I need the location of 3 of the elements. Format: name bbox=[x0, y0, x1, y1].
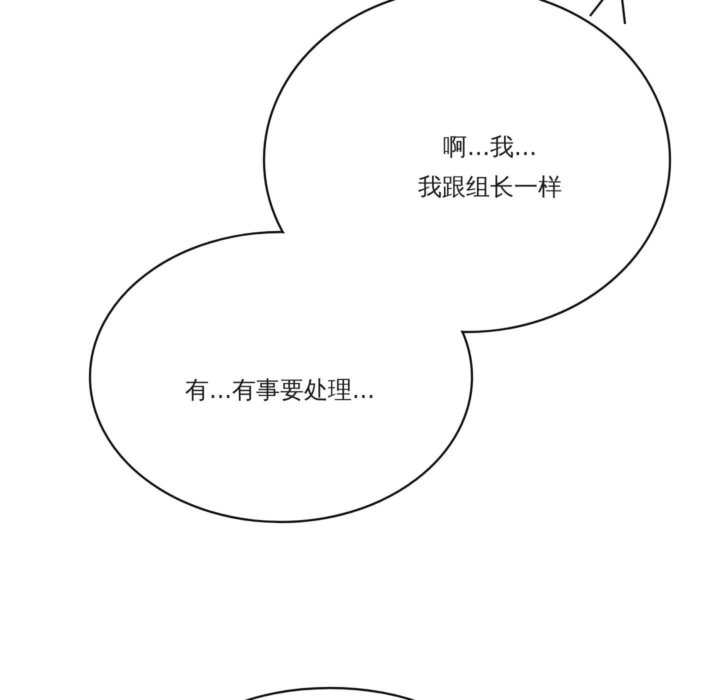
dialogue-text: 我跟组长一样 bbox=[418, 172, 562, 203]
dialogue-text: 有...有事要处理... bbox=[185, 375, 375, 406]
dialogue-text: 啊...我... bbox=[443, 132, 537, 163]
